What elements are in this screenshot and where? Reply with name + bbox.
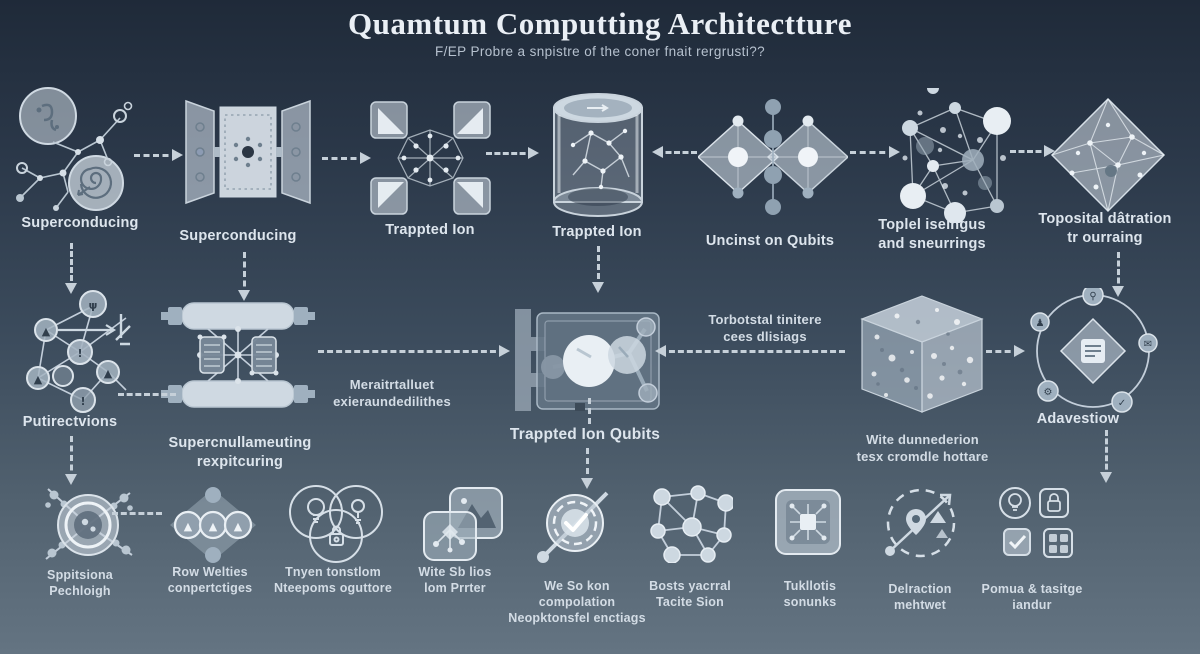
vacuum-chamber-icon <box>178 95 318 210</box>
label-toposital: Toposital dâtration tr ourraing <box>1038 211 1172 246</box>
label-trapped-ion-1: Trappted Ion <box>385 222 475 238</box>
hub-lens-icon <box>40 483 136 567</box>
svg-text:▲: ▲ <box>104 367 113 380</box>
arrow-down-icon <box>1100 430 1112 483</box>
dashed-line <box>118 393 176 396</box>
roller-device-icon <box>160 295 315 415</box>
chip-network-icon <box>768 486 848 562</box>
label-pomua: Pomua & tasitge iandur <box>981 582 1083 612</box>
pin-dashed-circle-icon <box>876 483 966 563</box>
svg-text:✉: ✉ <box>1144 339 1152 350</box>
network-cluster-icon <box>885 88 1020 223</box>
glass-cylinder-icon <box>543 85 653 220</box>
arrow-right-icon <box>322 152 371 164</box>
orbit-diamond-icon: ⚲ ♟ ✉ ⚙ ✓ <box>1018 288 1168 418</box>
svg-text:!: ! <box>77 347 82 360</box>
arrow-right-icon <box>318 345 510 357</box>
svg-text:ψ: ψ <box>89 299 98 312</box>
label-trapped-ion-qubits: Trappted Ion Qubits <box>509 426 661 443</box>
arrow-right-icon <box>986 345 1025 357</box>
facet-diamond-icon <box>1048 95 1168 215</box>
label-torbotstal: Torbotstal tinitere cees dlisiags <box>708 312 822 344</box>
badge-network-icon: ψ ▲! ▲ ▲! <box>18 288 153 418</box>
diamond-badges-icon: ▲ ▲ ▲ <box>168 487 258 563</box>
svg-text:♟: ♟ <box>1036 318 1045 329</box>
arrow-down-icon <box>65 436 77 485</box>
label-adavestiow: Adavestiow <box>1036 411 1120 427</box>
photo-stack-icon <box>420 486 505 564</box>
dashed-line <box>112 512 162 515</box>
label-trapped-ion-2: Trappted Ion <box>552 224 642 240</box>
label-delraction: Delraction mehtwet <box>888 582 952 612</box>
arrow-right-icon <box>486 147 539 159</box>
svg-text:▲: ▲ <box>234 520 243 533</box>
venn-bulbs-icon <box>286 484 386 564</box>
gauge-check-icon <box>533 483 617 565</box>
label-superconducting-1: Superconducing <box>21 215 139 231</box>
label-superconducting-2: Superconducing <box>179 228 297 244</box>
svg-text:▲: ▲ <box>184 520 193 533</box>
label-meraitrtalluet: Meraitrtalluet exieraundedilithes <box>333 377 451 409</box>
svg-text:✓: ✓ <box>1118 398 1126 409</box>
label-uncinst-qubits: Uncinst on Qubits <box>705 233 835 249</box>
arrow-left-icon <box>655 345 845 357</box>
label-tnyen-tonstlom: Tnyen tonstlom Nteepoms oguttore <box>274 565 392 595</box>
arrow-down-icon <box>238 252 250 301</box>
speckle-cube-icon <box>852 292 992 417</box>
label-wite-dunnederion: Wite dunnederion tesx cromdle hottare <box>856 432 989 464</box>
page-title: Quamtum Computting Architectture <box>348 6 852 41</box>
label-supercnullameuting: Supercnullameuting rexpitcuring <box>168 435 312 470</box>
label-we-so-kon: We So kon compolation Neopktonsfel encti… <box>508 579 646 625</box>
label-toplel-iseingus: Toplel iseingus and sneurrings <box>878 217 986 252</box>
svg-text:⚲: ⚲ <box>1089 291 1096 302</box>
arrow-right-icon <box>1010 145 1055 157</box>
molecule-sketch-icon <box>8 80 138 215</box>
svg-text:▲: ▲ <box>34 373 43 386</box>
twin-diamonds-icon <box>698 95 848 220</box>
arrow-right-icon <box>134 149 183 161</box>
label-bosts-yacrral: Bosts yacrral Tacite Sion <box>649 579 731 609</box>
svg-text:!: ! <box>80 395 85 408</box>
arrow-down-icon <box>592 246 604 293</box>
label-putirectvions: Putirectvions <box>22 414 118 430</box>
svg-text:⚙: ⚙ <box>1044 387 1053 398</box>
node-lattice-icon <box>648 485 733 563</box>
ion-trap-x-icon <box>368 98 493 218</box>
label-row-welties: Row Welties conpertctiges <box>167 565 253 595</box>
label-sppitsiona: Sppitsiona Pechloigh <box>47 568 113 598</box>
svg-text:▲: ▲ <box>209 520 218 533</box>
ion-plate-icon <box>505 305 665 420</box>
arrow-down-icon <box>1112 252 1124 297</box>
svg-text:▲: ▲ <box>42 325 51 338</box>
arrow-down-icon <box>581 448 593 489</box>
label-tukllotis: Tukllotis sonunks <box>783 579 837 609</box>
arrow-right-icon <box>850 146 900 158</box>
arrow-down-icon <box>65 243 77 294</box>
dashed-line-vertical <box>588 398 591 424</box>
page-subtitle: F/EP Probre a snpistre of the coner fnai… <box>434 44 766 59</box>
arrow-left-icon <box>652 146 697 158</box>
mini-icon-cluster-icon <box>996 485 1084 563</box>
label-wite-sb-lios: Wite Sb lios lom Prrter <box>418 565 492 595</box>
